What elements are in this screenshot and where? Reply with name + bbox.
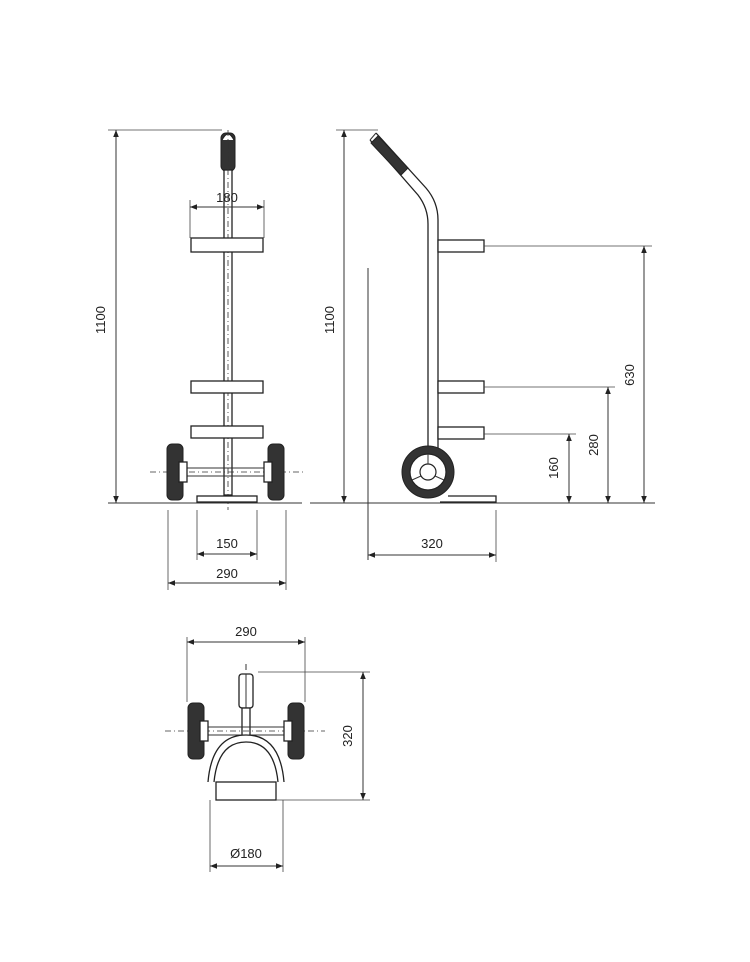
top-pole xyxy=(241,707,251,739)
front-ring-label: 180 xyxy=(216,190,238,205)
side-view: 1100 630 280 160 xyxy=(310,129,655,562)
side-handle-grip xyxy=(370,135,409,176)
side-wheel-hub xyxy=(419,463,437,481)
side-middle-label: 280 xyxy=(586,434,601,456)
top-depth-label: 320 xyxy=(340,725,355,747)
top-hub-left xyxy=(199,720,209,742)
top-hub-right xyxy=(283,720,293,742)
front-track-label: 290 xyxy=(216,566,238,581)
side-foot-plate xyxy=(440,495,497,503)
front-base-plate xyxy=(196,495,258,503)
side-frame-back xyxy=(369,139,429,452)
top-width-label: 290 xyxy=(235,624,257,639)
side-depth-label: 320 xyxy=(421,536,443,551)
top-view: 290 320 Ø180 xyxy=(165,624,370,872)
front-height-label: 1100 xyxy=(93,306,108,334)
top-foot-plate xyxy=(215,781,277,801)
front-hub-right xyxy=(263,461,273,483)
front-ring-lower xyxy=(190,425,264,439)
side-height-label: 1100 xyxy=(322,306,337,334)
front-ring-upper xyxy=(190,237,264,253)
side-upper-label: 630 xyxy=(622,364,637,386)
side-handle-cap xyxy=(369,132,377,141)
top-diameter-label: Ø180 xyxy=(230,846,262,861)
side-arm-middle xyxy=(437,380,485,394)
front-base-label: 150 xyxy=(216,536,238,551)
side-lower-label: 160 xyxy=(546,457,561,479)
front-view: 1100 180 150 29 xyxy=(93,129,305,590)
front-ring-middle xyxy=(190,380,264,394)
front-hub-left xyxy=(178,461,188,483)
top-cradle-arc-inner xyxy=(213,741,279,783)
side-wheel-spoke xyxy=(411,475,422,481)
side-wheel-spoke xyxy=(434,475,445,481)
side-arm-upper xyxy=(437,239,485,253)
side-arm-lower xyxy=(437,426,485,440)
